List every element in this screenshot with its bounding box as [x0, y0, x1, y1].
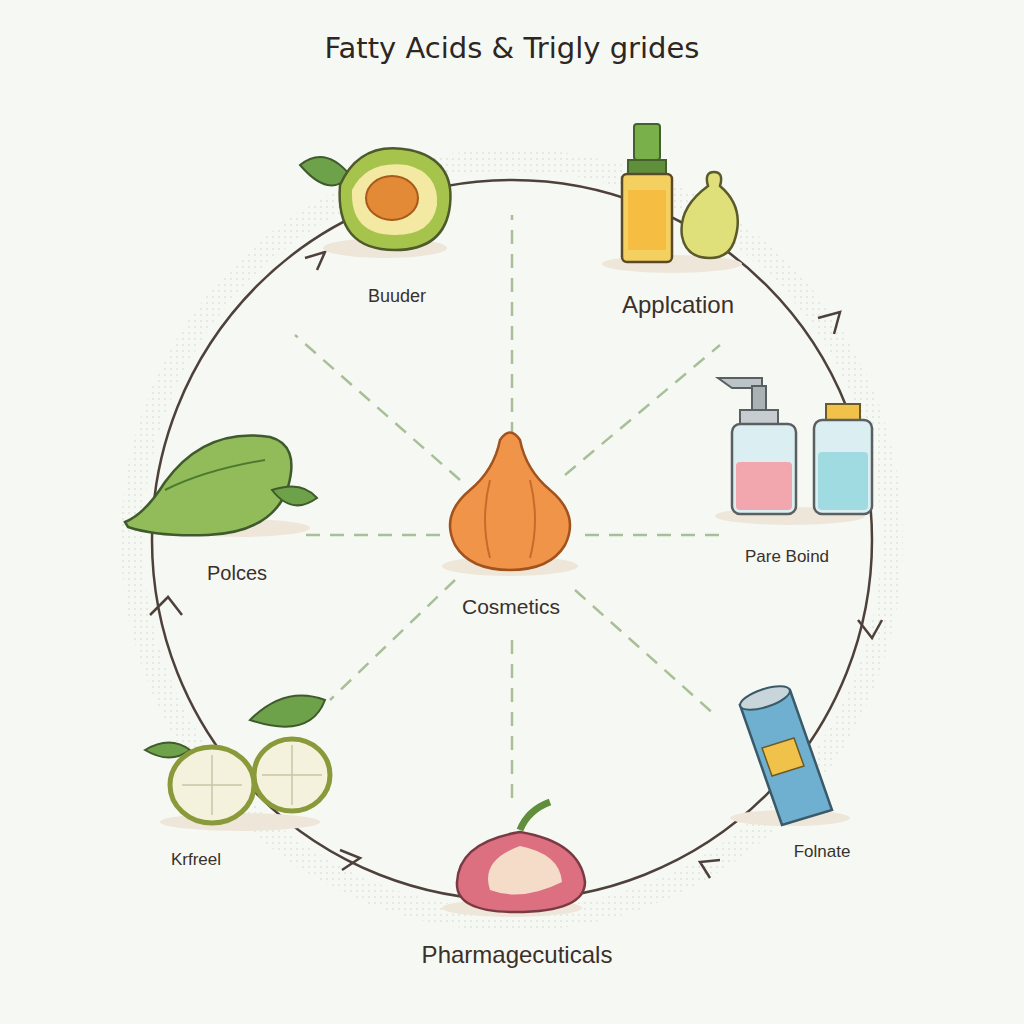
- item-label: Folnate: [794, 842, 851, 862]
- lime-halves: [145, 696, 330, 832]
- item-label: Polces: [207, 562, 267, 585]
- dotted-halo: [132, 160, 892, 920]
- item-label: Pare Boind: [745, 547, 829, 567]
- cycle-ring: [152, 180, 872, 900]
- avocado: [300, 148, 451, 258]
- item-label: Pharmagecuticals: [422, 941, 613, 969]
- item-label: Krfreel: [171, 850, 221, 870]
- tin-can: [730, 681, 850, 826]
- item-label: Applcation: [622, 291, 734, 319]
- oil-bottle: [602, 124, 742, 273]
- item-label: Buuder: [368, 286, 426, 307]
- diagram-title: Fatty Acids & Trigly grides: [325, 31, 700, 65]
- fig-half: [442, 802, 585, 917]
- item-label: Cosmetics: [462, 595, 560, 619]
- pump-bottles: [715, 378, 872, 525]
- ring-arrows: [150, 252, 882, 878]
- green-pod: [125, 435, 317, 537]
- center-fruit: [442, 433, 578, 577]
